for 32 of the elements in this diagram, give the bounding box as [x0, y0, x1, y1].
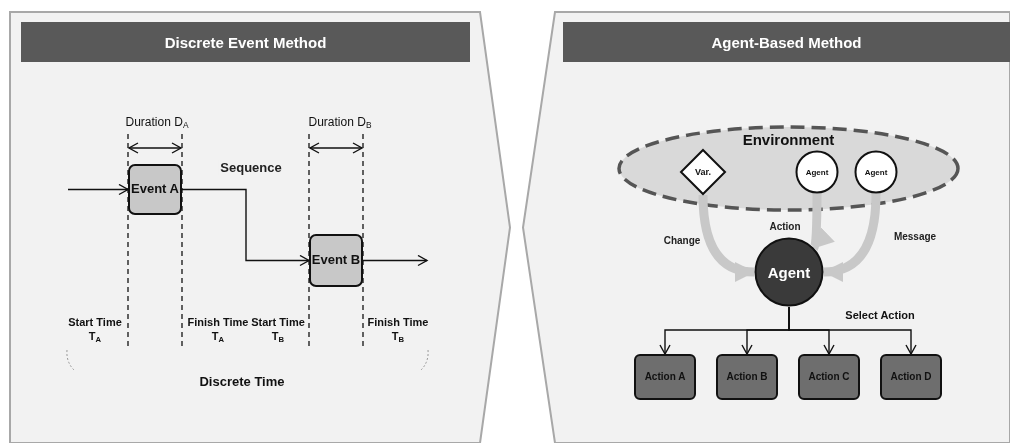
- event-box: Event B: [309, 234, 363, 287]
- duration-label: Duration D$_{B}$: [307, 115, 373, 131]
- variable-label: Var.: [695, 167, 711, 177]
- edge-label: Action: [767, 221, 803, 232]
- curved-arrow: [823, 193, 881, 281]
- select-action-label: Select Action: [844, 309, 916, 323]
- panel-header: Agent-Based Method: [563, 22, 1010, 62]
- action-box: Action D: [880, 354, 942, 400]
- edge-label: Change: [661, 235, 703, 246]
- action-box: Action C: [798, 354, 860, 400]
- curved-arrow: [698, 194, 755, 281]
- arrow: [181, 188, 310, 267]
- agent-label: Agent: [864, 167, 888, 177]
- action-box: Action B: [716, 354, 778, 400]
- time-label: Finish Time T$_{B}$: [366, 316, 430, 345]
- panel-header: Discrete Event Method: [21, 22, 470, 62]
- curved-arrow: [809, 194, 833, 250]
- action-box: Action A: [634, 354, 696, 400]
- time-label: Start Time T$_{B}$: [250, 316, 306, 345]
- time-label: Finish Time T$_{A}$: [186, 316, 250, 345]
- edge-label: Sequence: [218, 160, 284, 175]
- event-box: Event A: [128, 164, 182, 215]
- agent-label: Agent: [805, 167, 829, 177]
- duration-label: Duration D$_{A}$: [124, 115, 190, 131]
- time-label: Start Time T$_{A}$: [67, 316, 123, 345]
- arrow: [788, 306, 917, 355]
- arrow: [67, 183, 129, 196]
- environment-label: Environment: [742, 131, 835, 148]
- agent-label: Agent: [767, 263, 811, 281]
- arrow: [362, 254, 428, 267]
- axis-label: Discrete Time: [198, 374, 286, 391]
- edge-label: Message: [891, 231, 939, 242]
